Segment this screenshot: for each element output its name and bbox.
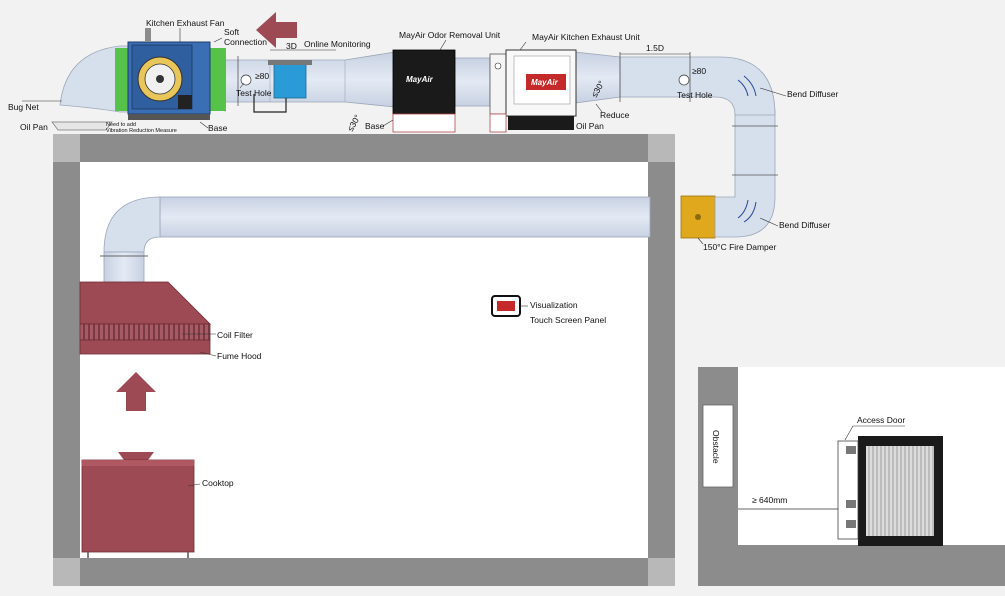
soft-connection-label-1: Soft <box>224 27 240 37</box>
right-wall <box>648 134 675 586</box>
fan-base-label: Base <box>208 123 228 133</box>
soft-connection-outlet <box>210 48 226 111</box>
plant-room: Obstacle Access Door ≥ 640mm <box>698 367 1005 586</box>
test-hole-right <box>678 74 690 86</box>
room-ductwork <box>100 196 651 283</box>
odor-unit-body <box>392 49 456 115</box>
corner-block <box>53 134 80 162</box>
kitchen-exhaust-unit-label: MayAir Kitchen Exhaust Unit <box>532 32 640 42</box>
oil-pan-left <box>51 121 113 131</box>
test-hole-left-label: Test Hole <box>236 88 272 98</box>
soft-connection-inlet <box>115 48 129 111</box>
test-hole-left <box>240 74 252 86</box>
base-unit-label: Base <box>365 121 385 131</box>
reduce-label: Reduce <box>600 110 630 120</box>
duct-odor-to-exhaust-unit <box>454 57 491 107</box>
fan-base <box>128 114 210 120</box>
corner-block <box>53 558 80 586</box>
corner-block <box>648 134 675 162</box>
coil-filter <box>79 323 211 341</box>
airflow-arrow-up <box>116 372 156 411</box>
kitchen-exhaust-unit: MayAir MayAir Kitchen Exhaust Unit Oil P… <box>489 32 640 133</box>
left-wall <box>53 134 80 586</box>
plant-room-floor <box>698 545 1005 586</box>
bend-diffuser-bottom-label: Bend Diffuser <box>779 220 831 230</box>
vertical-duct-hood <box>103 251 145 283</box>
clearance-label: ≥ 640mm <box>752 495 787 505</box>
odor-unit-base <box>392 113 456 133</box>
angle-30-left-label: ≤30° <box>345 113 362 133</box>
access-door-frame <box>837 440 859 540</box>
dim-1-5d-label: 1.5D <box>646 43 664 53</box>
exhaust-unit-brand-panel <box>526 74 566 90</box>
obstacle-label: Obstacle <box>711 430 721 464</box>
bug-net-label: Bug Net <box>8 102 39 112</box>
oil-pan-right-label: Oil Pan <box>576 121 604 131</box>
fire-damper: 150°C Fire Damper <box>680 195 776 252</box>
corner-block <box>648 558 675 586</box>
fan-motor <box>178 95 192 109</box>
visualization-panel: Visualization Touch Screen Panel <box>491 295 606 325</box>
access-door-grille <box>866 446 934 536</box>
odor-unit-brand: MayAir <box>406 75 434 84</box>
bug-net-inlet <box>59 45 129 113</box>
obstacle-box <box>702 404 734 488</box>
cooktop-label: Cooktop <box>202 478 234 488</box>
riser-duct-top-bend <box>619 56 776 116</box>
riser-duct-bottom-bend <box>714 109 776 238</box>
visualization-label-2: Touch Screen Panel <box>530 315 606 325</box>
exhaust-unit-oil-pan <box>508 116 574 130</box>
door-hinge <box>846 446 856 454</box>
dim-3d-label: 3D <box>286 41 297 51</box>
door-hinge <box>846 520 856 528</box>
riser-ductwork: Bend Diffuser Bend Diffuser <box>619 56 839 238</box>
roof-ductwork: Bug Net Oil Pan Need to add Vibration Re… <box>8 45 691 134</box>
monitoring-sensor <box>273 63 307 99</box>
kitchen-exhaust-fan: Kitchen Exhaust Fan Base Soft Connection <box>127 18 267 133</box>
soft-connection-label-2: Connection <box>224 37 267 47</box>
access-door-label: Access Door <box>857 415 905 425</box>
coil-filter-label: Coil Filter <box>217 330 253 340</box>
ge80-right-label: ≥80 <box>692 66 706 76</box>
right-test-hole: 1.5D ≥80 Test Hole <box>620 43 713 100</box>
airflow-arrow-top <box>256 12 297 48</box>
vibration-note-1: Need to add <box>106 122 136 128</box>
vibration-note-2: Vibration Reduction Measure <box>106 128 177 134</box>
visualization-label-1: Visualization <box>530 300 578 310</box>
ge80-left-label: ≥80 <box>255 71 269 81</box>
cooktop: Cooktop <box>81 452 234 558</box>
horizontal-duct-room <box>159 196 651 238</box>
odor-removal-unit-label: MayAir Odor Removal Unit <box>399 30 501 40</box>
floor-wall <box>53 558 675 586</box>
bend-diffuser-top-label: Bend Diffuser <box>787 89 839 99</box>
ceiling-wall <box>53 134 675 162</box>
fume-hood-lip <box>79 339 211 355</box>
oil-pan-left-label: Oil Pan <box>20 122 48 132</box>
door-hinge <box>846 500 856 508</box>
cooktop-body <box>81 459 195 553</box>
kitchen-exhaust-fan-label: Kitchen Exhaust Fan <box>146 18 225 28</box>
fire-damper-label: 150°C Fire Damper <box>703 242 776 252</box>
fume-hood-assembly: Coil Filter Fume Hood <box>79 281 262 361</box>
fume-hood-label: Fume Hood <box>217 351 262 361</box>
exhaust-unit-brand: MayAir <box>531 78 559 87</box>
test-hole-right-label: Test Hole <box>677 90 713 100</box>
online-monitoring-label: Online Monitoring <box>304 39 371 49</box>
odor-removal-unit: MayAir MayAir Odor Removal Unit Base <box>365 30 501 133</box>
